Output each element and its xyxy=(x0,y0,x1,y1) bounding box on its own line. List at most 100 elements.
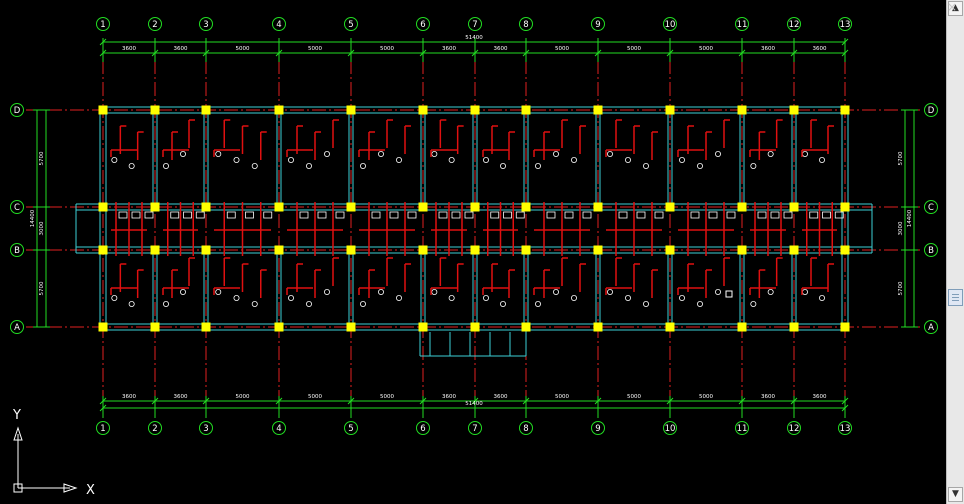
rebar-tag-circle xyxy=(697,300,704,307)
column-bubble-circle xyxy=(591,17,605,31)
rebar-tag-circle xyxy=(553,288,560,295)
column-square xyxy=(346,202,356,212)
column-square xyxy=(274,322,284,332)
column-bubble-label: 6 xyxy=(420,424,425,434)
column-square xyxy=(737,245,747,255)
dimension-text: 5000 xyxy=(236,46,250,52)
rebar-tag-box xyxy=(131,211,141,219)
rebar-tag-circle xyxy=(571,156,578,163)
column-square xyxy=(840,105,850,115)
column-square xyxy=(418,202,428,212)
dimension-text: 5000 xyxy=(308,394,322,400)
column-bubble-circle xyxy=(344,421,358,435)
column-square xyxy=(201,105,211,115)
column-bubble-circle xyxy=(272,421,286,435)
rebar-tag-box xyxy=(389,211,399,219)
dimension-text: 3600 xyxy=(442,394,456,400)
column-square xyxy=(346,105,356,115)
dimension-text: 5000 xyxy=(555,46,569,52)
rebar-tag-circle xyxy=(607,150,614,157)
dimension-tick xyxy=(471,397,479,405)
dimension-tick xyxy=(202,49,210,57)
column-square xyxy=(840,202,850,212)
rebar-tag-circle xyxy=(431,288,438,295)
dimension-tick xyxy=(841,49,849,57)
dimension-text: 5000 xyxy=(380,46,394,52)
column-bubble-label: 7 xyxy=(472,20,477,30)
scroll-up-button[interactable]: ▲ xyxy=(948,1,963,16)
column-bubble-label: 9 xyxy=(595,424,600,434)
rebar-tag-circle xyxy=(553,150,560,157)
dimension-text: 3600 xyxy=(813,394,827,400)
column-bubble-circle xyxy=(96,17,110,31)
rebar-tag-circle xyxy=(179,288,186,295)
overall-dimension-text: 14400 xyxy=(30,209,36,227)
dimension-tick xyxy=(522,397,530,405)
dimension-tick xyxy=(790,49,798,57)
dimension-text: 3600 xyxy=(442,46,456,52)
dimension-text: 5000 xyxy=(555,394,569,400)
column-bubble-label: 11 xyxy=(737,424,748,434)
rebar-tag-box xyxy=(170,211,180,219)
column-bubble-circle xyxy=(787,17,801,31)
column-bubble-label: 13 xyxy=(840,20,851,30)
column-bubble-label: 12 xyxy=(789,424,800,434)
column-bubble-label: 13 xyxy=(840,424,851,434)
dimension-tick xyxy=(841,38,849,46)
rebar-tag-box xyxy=(438,211,448,219)
rebar-tag-circle xyxy=(643,300,650,307)
rebar-tag-box xyxy=(783,211,793,219)
column-bubble-label: 12 xyxy=(789,20,800,30)
row-bubble-label: D xyxy=(14,106,21,116)
row-bubble-circle xyxy=(924,243,938,257)
row-bubble-circle xyxy=(924,320,938,334)
column-bubble-circle xyxy=(519,17,533,31)
dimension-tick xyxy=(594,49,602,57)
column-square xyxy=(665,245,675,255)
column-square xyxy=(789,322,799,332)
ucs-icon: Y X xyxy=(12,408,95,498)
column-square xyxy=(274,202,284,212)
rebar-tag-circle xyxy=(377,150,384,157)
rebar-tag-circle xyxy=(128,162,135,169)
dimension-tick xyxy=(347,397,355,405)
dimension-text: 5700 xyxy=(39,151,45,165)
column-square xyxy=(98,245,108,255)
rebar-tag-box xyxy=(618,211,628,219)
scroll-down-button[interactable]: ▼ xyxy=(948,487,963,502)
rebar-tag-circle xyxy=(697,162,704,169)
column-square xyxy=(593,202,603,212)
column-bubble-circle xyxy=(838,17,852,31)
dimension-tick xyxy=(522,49,530,57)
dimension-text: 3600 xyxy=(494,394,508,400)
column-bubble-label: 3 xyxy=(203,424,208,434)
column-square xyxy=(418,245,428,255)
dimension-tick xyxy=(841,404,849,412)
rebar-tag-circle xyxy=(395,294,402,301)
column-bubble-circle xyxy=(344,17,358,31)
column-bubble-circle xyxy=(199,17,213,31)
rebar-tag-box xyxy=(195,211,205,219)
vertical-scrollbar[interactable]: ▲ ▼ xyxy=(946,0,964,504)
scroll-thumb[interactable] xyxy=(948,289,963,306)
overall-dimension-text: 14400 xyxy=(907,209,913,227)
column-square xyxy=(593,245,603,255)
rebar-tag-box xyxy=(654,211,664,219)
column-square xyxy=(840,245,850,255)
column-square xyxy=(593,322,603,332)
column-square xyxy=(665,202,675,212)
close-icon[interactable]: × xyxy=(946,0,958,14)
rebar-tag-box xyxy=(407,211,417,219)
rebar-tag-circle xyxy=(323,150,330,157)
overall-dimension-text: 51400 xyxy=(465,401,483,407)
column-square xyxy=(840,322,850,332)
column-bubble-circle xyxy=(735,17,749,31)
rebar-tag-circle xyxy=(499,300,506,307)
rebar-tag-box xyxy=(226,211,236,219)
column-bubble-label: 9 xyxy=(595,20,600,30)
rebar-tag-circle xyxy=(482,156,489,163)
rebar-tag-circle xyxy=(162,162,169,169)
rebar-tag-box xyxy=(371,211,381,219)
